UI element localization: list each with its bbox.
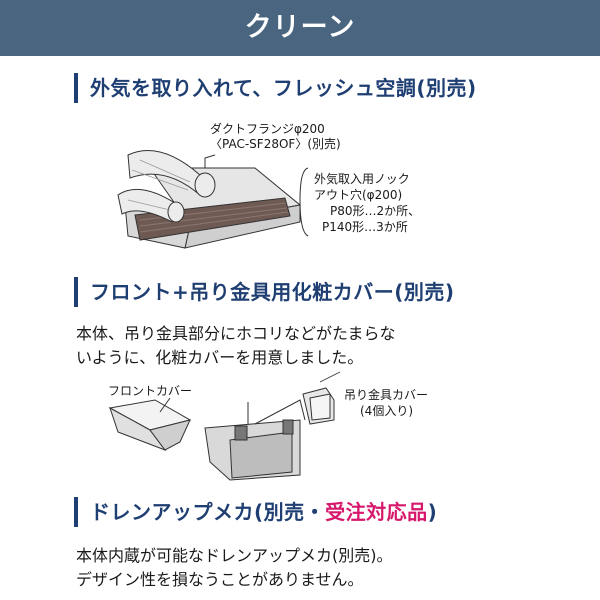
- knockout-line-2: アウト穴(φ200): [314, 188, 403, 202]
- front-cover-label: フロントカバー: [108, 384, 193, 398]
- hanger-cover-quantity: (4個入り): [360, 404, 413, 418]
- page-banner: クリーン: [0, 0, 600, 56]
- drain-description-line-1: 本体内蔵が可能なドレンアップメカ(別売)。: [76, 546, 393, 565]
- drain-heading-main: ドレンアップメカ(別売・: [90, 500, 326, 524]
- section-heading-fresh-air: 外気を取り入れて、フレッシュ空調(別売): [74, 73, 477, 103]
- flange-label: ダクトフランジφ200: [210, 122, 325, 136]
- knockout-line-3: P80形…2か所、: [330, 204, 421, 218]
- section-heading-cover: フロント+吊り金具用化粧カバー(別売): [74, 277, 455, 307]
- drain-heading-close: ): [427, 500, 438, 524]
- cover-description-line-2: いように、化粧カバーを用意しました。: [76, 348, 364, 367]
- section-heading-drain-up: ドレンアップメカ(別売・受注対応品): [74, 497, 437, 527]
- drain-description-line-2: デザイン性を損なうことがありません。: [76, 570, 364, 589]
- order-based-label: 受注対応品: [325, 500, 428, 524]
- knockout-line-1: 外気取入用ノック: [314, 172, 410, 186]
- knockout-line-4: P140形…3か所: [322, 220, 408, 234]
- flange-model-label: 〈PAC-SF28OF〉(別売): [210, 137, 341, 151]
- hanger-cover-label: 吊り金具カバー: [344, 388, 429, 402]
- cover-description-line-1: 本体、吊り金具部分にホコリなどがたまらな: [76, 324, 396, 343]
